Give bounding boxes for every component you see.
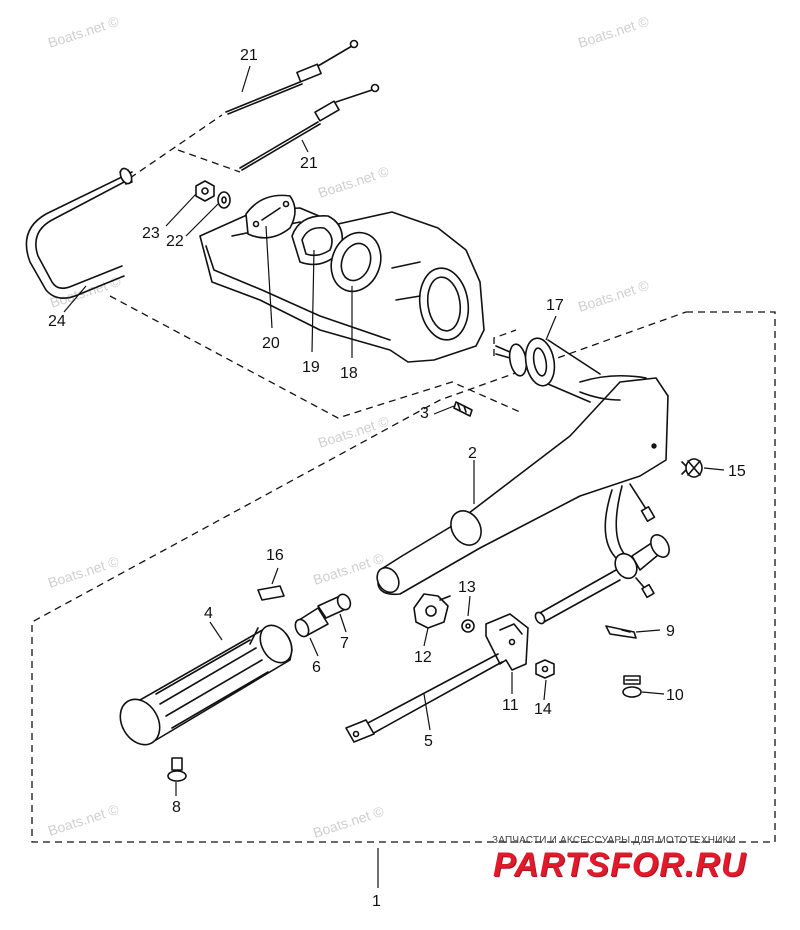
label-7: 7 (340, 635, 349, 652)
part-17-throttle-shaft[interactable] (495, 336, 601, 403)
connector-boundary (493, 329, 517, 356)
stop-switch-assembly[interactable] (604, 483, 673, 599)
label-9: 9 (666, 623, 675, 640)
part-5-link-rod[interactable] (345, 653, 503, 743)
label-15: 15 (728, 463, 746, 480)
label-4: 4 (204, 605, 213, 622)
part-6-bushing[interactable] (293, 607, 329, 639)
upper-assembly-boundary (109, 295, 521, 419)
label-20: 20 (262, 335, 280, 352)
part-12-knob[interactable] (413, 593, 451, 629)
part-9-clip[interactable] (605, 625, 637, 639)
part-24-hose[interactable] (25, 167, 134, 299)
part-22-washer[interactable] (217, 191, 231, 209)
part-8-screw[interactable] (167, 757, 187, 782)
part-20-plate[interactable] (245, 194, 296, 239)
part-16-shim[interactable] (257, 585, 285, 601)
watermark: Boats.net © (46, 13, 121, 51)
label-5: 5 (424, 733, 433, 750)
part-2-tiller-arm[interactable] (373, 374, 669, 597)
watermark: Boats.net © (46, 801, 121, 839)
part-21-cable-lower[interactable] (239, 83, 380, 171)
leader-lines (63, 65, 725, 888)
label-23: 23 (142, 225, 160, 242)
part-15-cap[interactable] (681, 458, 703, 478)
label-19: 19 (302, 359, 320, 376)
watermark: Boats.net © (576, 277, 651, 315)
label-12: 12 (414, 649, 432, 666)
assembly-boundary-outer (31, 311, 776, 843)
label-18: 18 (340, 365, 358, 382)
label-10: 10 (666, 687, 684, 704)
label-8: 8 (172, 799, 181, 816)
label-6: 6 (312, 659, 321, 676)
part-labels: 21 21 23 22 24 20 19 18 17 3 2 15 16 4 6… (48, 47, 746, 910)
part-10-screw[interactable] (622, 675, 642, 698)
part-11-bracket[interactable] (485, 613, 529, 671)
cable-boundary (129, 114, 241, 179)
part-23-nut[interactable] (195, 180, 215, 202)
label-3: 3 (420, 405, 429, 422)
label-17: 17 (546, 297, 564, 314)
label-16: 16 (266, 547, 284, 564)
label-21-upper: 21 (240, 47, 258, 64)
part-19-gasket[interactable] (291, 215, 344, 266)
part-18-gasket-ring[interactable] (323, 226, 389, 299)
part-7-collar[interactable] (317, 592, 353, 619)
watermark: Boats.net © (311, 803, 386, 841)
watermark: Boats.net © (576, 13, 651, 51)
part-14-nut[interactable] (535, 659, 555, 679)
label-21-lower: 21 (300, 155, 318, 172)
label-2: 2 (468, 445, 477, 462)
label-24: 24 (48, 313, 66, 330)
label-1: 1 (372, 893, 381, 910)
watermark: Boats.net © (311, 550, 386, 588)
part-13-washer[interactable] (461, 619, 475, 633)
watermark: Boats.net © (46, 553, 121, 591)
label-22: 22 (166, 233, 184, 250)
brand-tagline: ЗАПЧАСТИ И АКСЕССУАРЫ ДЛЯ МОТОТЕХНИКИ (492, 835, 737, 846)
watermark: Boats.net © (316, 163, 391, 201)
part-3-pin[interactable] (453, 401, 473, 417)
brand-logo[interactable]: PARTSFOR.RU (493, 846, 747, 884)
watermark: Boats.net © (316, 413, 391, 451)
part-4-twist-grip[interactable] (112, 620, 298, 752)
label-13: 13 (458, 579, 476, 596)
label-11: 11 (502, 697, 519, 714)
label-14: 14 (534, 701, 552, 718)
throttle-rod[interactable] (534, 569, 621, 625)
part-21-cable-upper[interactable] (225, 39, 359, 115)
